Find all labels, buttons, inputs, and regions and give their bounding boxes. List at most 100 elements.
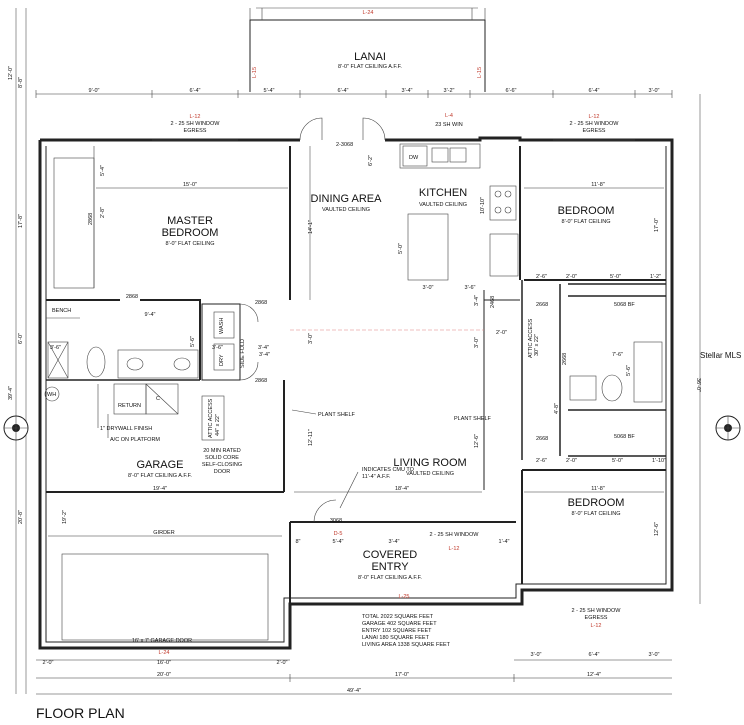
dim-bottom-2: 2'-0": [277, 660, 288, 666]
right-dimension-line: 36'-0": [695, 94, 701, 604]
dim-top-6: 6'-6": [506, 88, 517, 94]
master-window-note-2: EGRESS: [184, 128, 207, 134]
fire-door-1: 20 MIN RATED: [203, 448, 241, 454]
dim-bottom-5: 3'-0": [649, 652, 660, 658]
laundry-door-2: 2868: [255, 378, 267, 384]
master-closet-door: 2868: [88, 213, 94, 225]
top-window-notes: L-12 2 - 25 SH WINDOW EGRESS L-4 23 SH W…: [171, 113, 620, 134]
return-label: RETURN: [118, 403, 141, 409]
entry-ceiling: 8'-0" FLAT CEILING A.F.F.: [358, 575, 422, 581]
attic-access-small-2: 30" x 22": [534, 334, 540, 356]
page-title: FLOOR PLAN: [36, 705, 125, 720]
fire-door-4: DOOR: [214, 469, 231, 475]
garage-door-label: 16' x 7' GARAGE DOOR: [132, 638, 192, 644]
master-bath: BENCH 9'-4" 3'-6" 5'-6": [46, 308, 200, 381]
dim-island-50: 5'-0": [398, 243, 404, 254]
entry-label-2: ENTRY: [371, 561, 409, 573]
bed2-window-note-1: 2 - 25 SH WINDOW: [572, 608, 622, 614]
dim-master-54: 5'-4": [100, 165, 106, 176]
attic-access-2: 44" x 22": [215, 414, 221, 436]
dim-bed1-170: 17'-0": [654, 218, 660, 232]
master-window-light: L-12: [189, 114, 200, 120]
bedroom1-ceiling: 8'-0" FLAT CEILING: [562, 219, 611, 225]
dim-entry-54: 5'-4": [333, 539, 344, 545]
dim-bath2-76: 7'-6": [612, 352, 623, 358]
bedroom-1: 11'-8" BEDROOM 8'-0" FLAT CEILING 17'-0"…: [519, 146, 666, 281]
watermark: Stellar MLS: [700, 351, 741, 360]
dim-bottom2-0: 20'-0": [157, 672, 171, 678]
closet-door-1: 5068 BF: [614, 302, 635, 308]
bed1-window-note-1: 2 - 25 SH WINDOW: [570, 121, 620, 127]
fire-door-2: SOLID CORE: [205, 455, 239, 461]
bedroom2-ceiling: 8'-0" FLAT CEILING: [572, 511, 621, 517]
bedroom2-label: BEDROOM: [568, 497, 625, 509]
dim-left-6: 19'-2": [62, 510, 68, 524]
dim-laundry-36: 3'-6": [212, 345, 223, 351]
lanai-light-right: L-15: [477, 67, 483, 78]
dim-laundry-56: 5'-6": [190, 336, 196, 347]
dim-hall-30: 3'-0": [308, 333, 314, 344]
entry-label-1: COVERED: [363, 549, 417, 561]
dining-ceiling: VAULTED CEILING: [322, 207, 370, 213]
dim-bath2-56: 5'-6": [626, 365, 632, 376]
girder-label: GIRDER: [153, 530, 174, 536]
dim-bottom2-1: 17'-0": [395, 672, 409, 678]
bed1-window-light: L-12: [588, 114, 599, 120]
ac-symbol: C: [156, 396, 160, 402]
lanai-light-left: L-15: [252, 67, 258, 78]
dim-bottom2-2: 12'-4": [587, 672, 601, 678]
garage-ceiling: 8'-0" FLAT CEILING A.F.F.: [128, 473, 192, 479]
dim-top-3: 6'-4": [338, 88, 349, 94]
dim-hall-30: 3'-0": [474, 337, 480, 348]
master-bath-door: 2868: [126, 294, 138, 300]
dim-right: 36'-0": [695, 378, 701, 392]
kitchen-ceiling: VAULTED CEILING: [419, 202, 467, 208]
dim-master-width: 15'-0": [183, 182, 197, 188]
dim-bath2-50: 5'-0": [610, 274, 621, 280]
entry-window-note: 2 - 25 SH WINDOW: [430, 532, 480, 538]
laundry-door-1: 2868: [255, 300, 267, 306]
left-dimension-lines: 12'-0" 8'-8" 17'-8" 6'-0" 39'-4" 20'-8" …: [8, 8, 68, 694]
dim-dining-62: 6'-2": [368, 155, 374, 166]
dim-left-2: 17'-8": [18, 214, 24, 228]
dim-garage-194: 19'-4": [153, 486, 167, 492]
dim-bath2-50b: 5'-0": [612, 458, 623, 464]
dim-kitchen-1010: 10'-10": [480, 197, 486, 214]
fire-door-3: SELF-CLOSING: [202, 462, 242, 468]
dim-top-5: 3'-2": [444, 88, 455, 94]
bed1-window-note-2: EGRESS: [583, 128, 606, 134]
hall-bath: 5068 BF 5068 BF 2668 2668 2668 7'-6" 5'-…: [474, 280, 666, 490]
closet-door-2: 5068 BF: [614, 434, 635, 440]
dim-top-8: 3'-0": [649, 88, 660, 94]
side-fold-label: SIDE FOLD: [240, 339, 246, 368]
lanai: LANAI 8'-0" FLAT CEILING A.F.F. L-24 L-1…: [249, 7, 486, 92]
dim-bath2-20b: 2'-0": [566, 458, 577, 464]
entry-light: L-25: [398, 594, 409, 600]
dim-bed1-26: 2'-6": [536, 274, 547, 280]
dim-hall-34: 3'-4": [474, 295, 480, 306]
top-dimension-line: 9'-0" 6'-4" 5'-4" 6'-4" 3'-4" 3'-2" 6'-6…: [35, 88, 673, 98]
dim-left-4: 39'-4": [8, 386, 14, 400]
dim-top-1: 6'-4": [190, 88, 201, 94]
dim-left-0: 12'-0": [8, 66, 14, 80]
dim-left-1: 8'-8": [18, 77, 24, 88]
plant-shelf-2: PLANT SHELF: [454, 416, 492, 422]
dim-left-5: 20'-8": [18, 510, 24, 524]
kitchen-label: KITCHEN: [419, 187, 467, 199]
entry-door-label: 3068: [330, 518, 342, 524]
living-room: LIVING ROOM VAULTED CEILING 18'-4" 12'-1…: [259, 329, 492, 509]
dim-bed1-20: 2'-0": [566, 274, 577, 280]
area-schedule: TOTAL 2022 SQUARE FEET GARAGE 402 SQUARE…: [362, 614, 451, 648]
section-marker-left: [3, 415, 29, 441]
exterior-walls: [38, 136, 674, 650]
area-garage: GARAGE 402 SQUARE FEET: [362, 621, 437, 627]
kitchen-window-note: 23 SH WIN: [435, 122, 463, 128]
dining-kitchen: 2-3068 DW DINING AREA VAULTED CEILING KI…: [299, 117, 519, 300]
area-entry: ENTRY 102 SQUARE FEET: [362, 628, 432, 634]
bedroom-2: 11'-8" BEDROOM 8'-0" FLAT CEILING 12'-6"…: [521, 469, 666, 629]
ac-note: A/C ON PLATFORM: [110, 437, 160, 443]
dim-living-126: 12'-6": [474, 434, 480, 448]
dim-laundry-34: 3'-4": [258, 345, 269, 351]
covered-entry: 3068 D-5 5'-4" 3'-4" 1'-4" 8" 2 - 25 SH …: [289, 499, 516, 604]
